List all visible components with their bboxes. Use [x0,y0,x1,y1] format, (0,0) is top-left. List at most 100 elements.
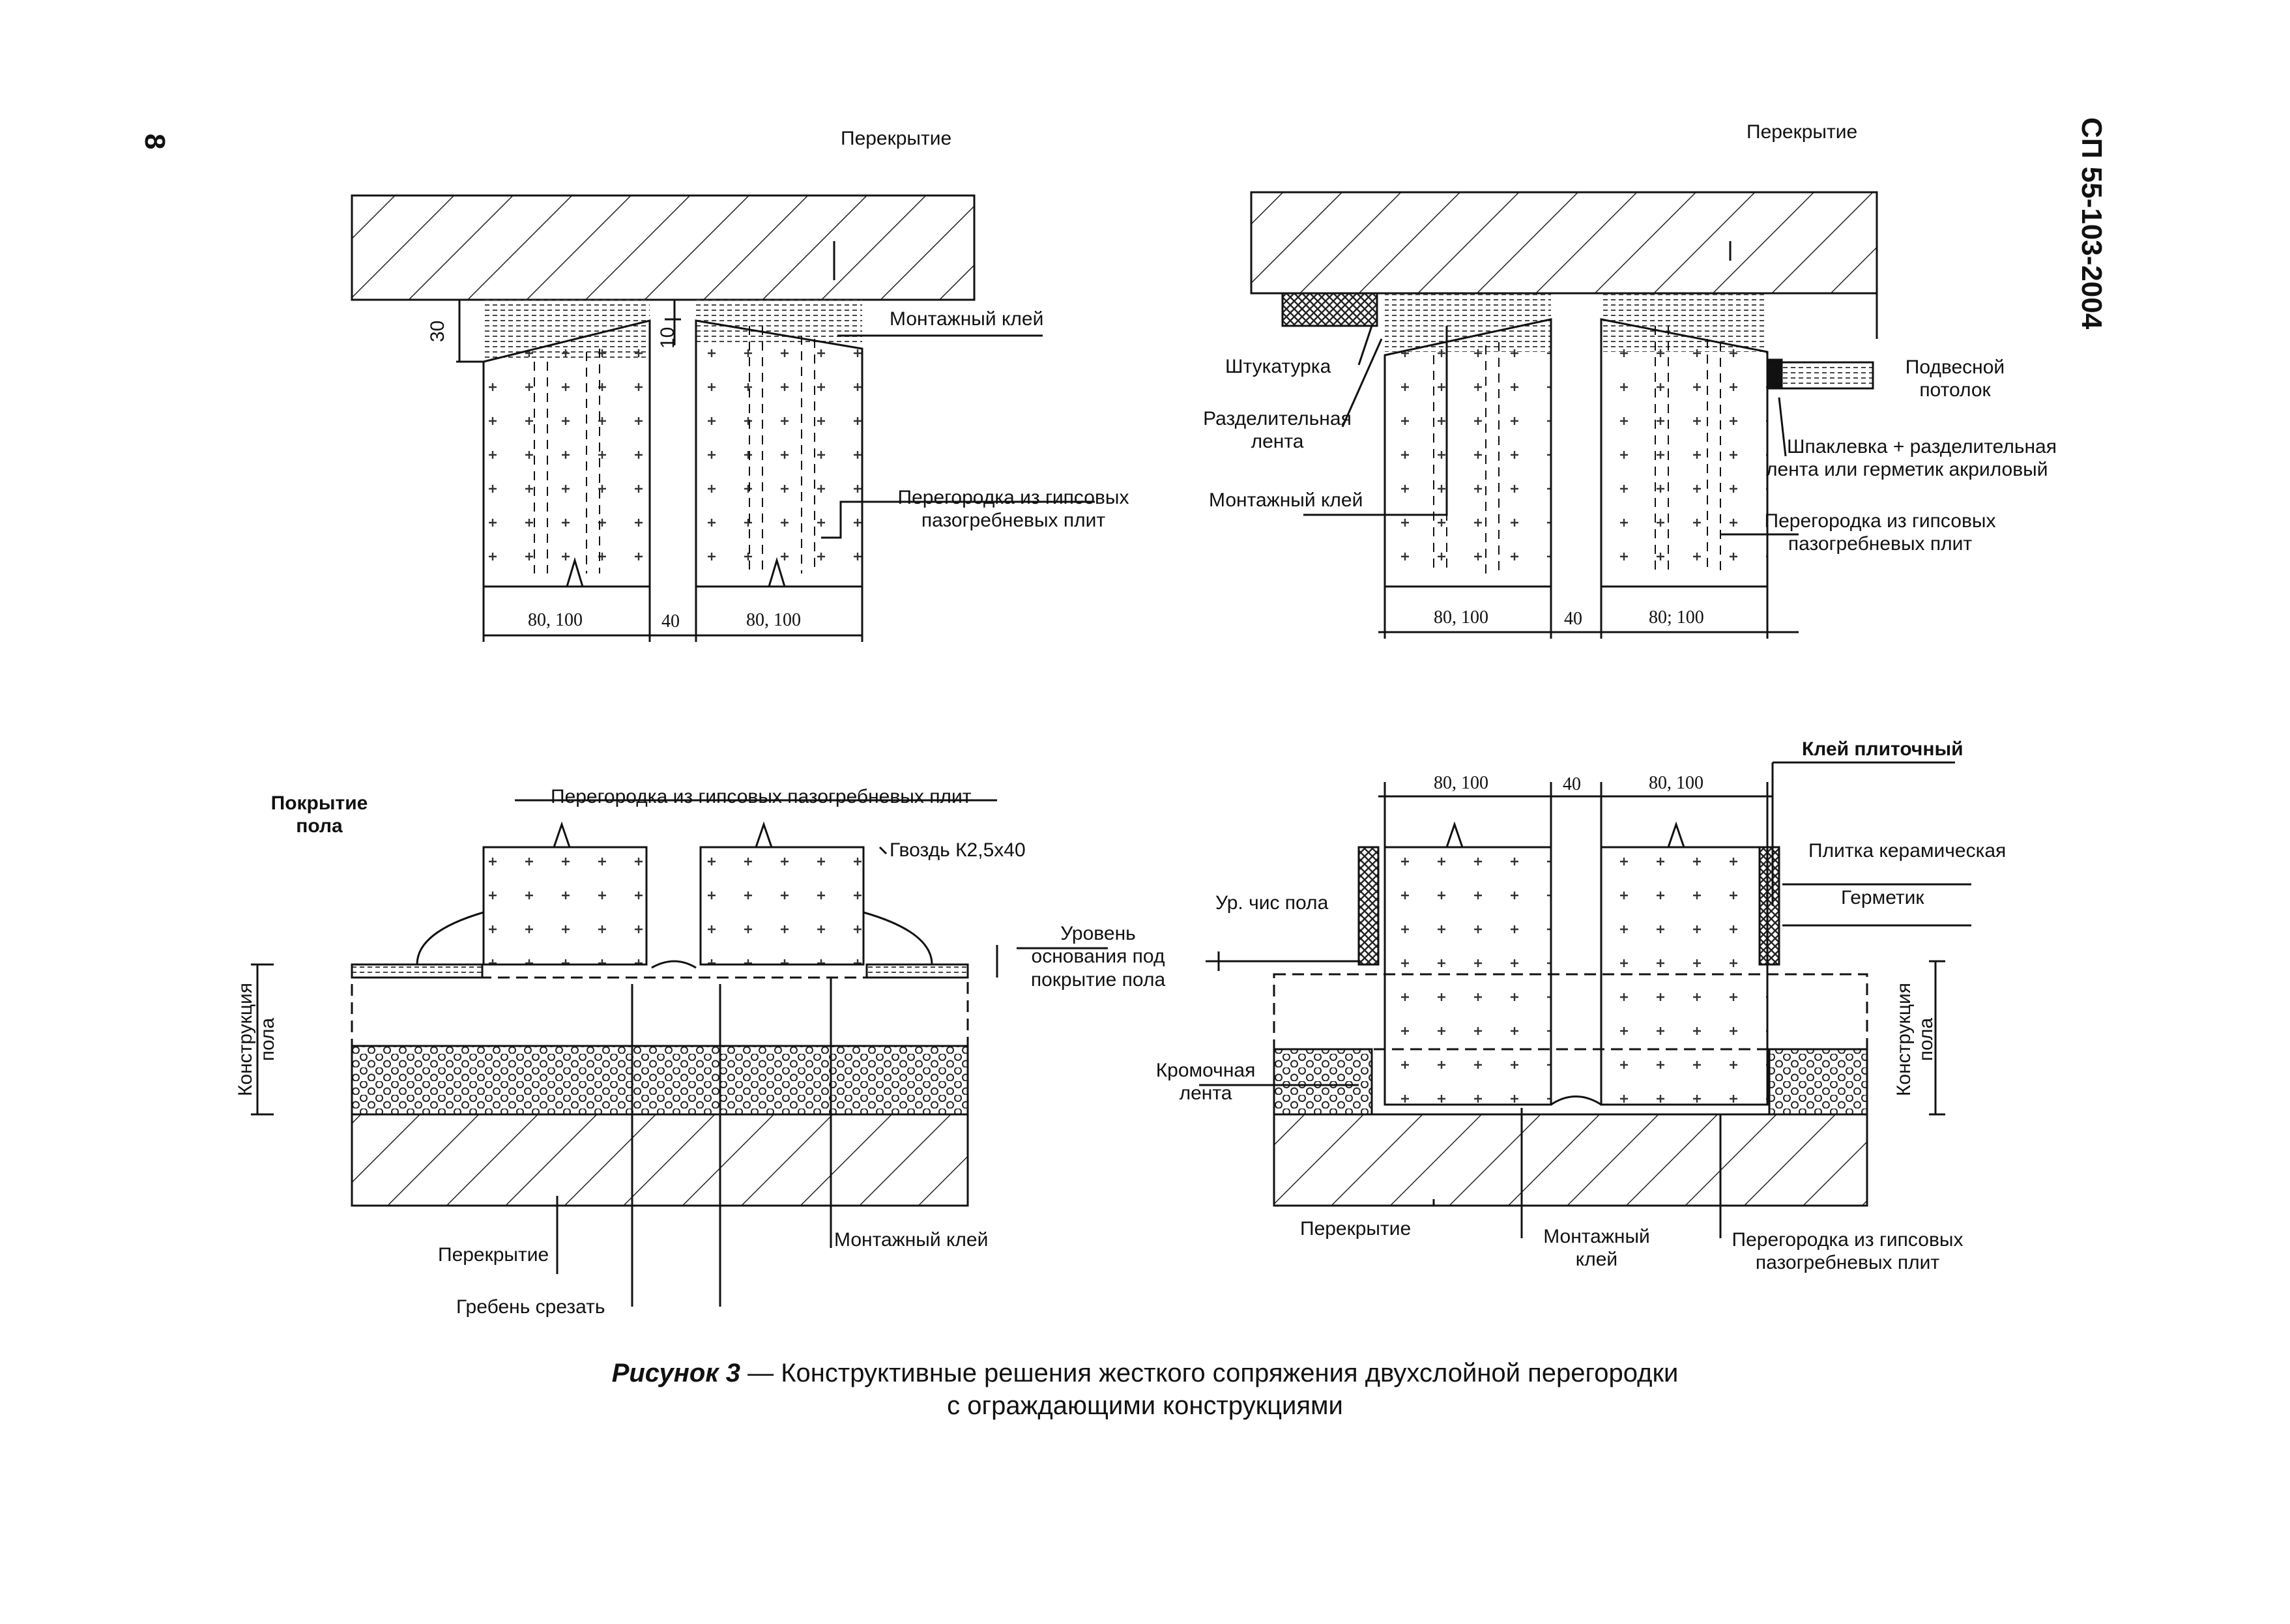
label-overlap: Перекрытие [1746,121,1858,143]
label-base-level-line3: покрытие пола [1030,968,1166,991]
label-adhesive: Монтажный клей [1528,1225,1665,1271]
label-adhesive: Монтажный клей [834,1229,989,1251]
screed [1273,973,1868,1051]
label-putty: Шпаклевка + разделительная лента или гер… [1766,435,2057,482]
page-number: 8 [139,134,171,150]
label-edge-tape: Кромочная лента [1140,1059,1271,1105]
plate-right [1600,846,1769,1106]
caption-label: Рисунок 3 [611,1359,740,1387]
slab [1250,191,1878,295]
suspended-ceiling [1780,361,1874,390]
label-partition-line2: пазогребневых плит [1788,533,1973,555]
label-separating-tape: Разделительная лента [1193,407,1362,454]
dim-gap: 40 [1564,609,1582,629]
label-edge-tape-line2: лента [1179,1082,1232,1105]
label-partition: Перегородка из гипсовых пазогребневых пл… [551,786,972,807]
slab [1273,1113,1868,1207]
dim-small-gap: 10 [657,326,678,349]
label-ceramic-tile: Плитка керамическая [1808,840,2007,862]
slab [351,1113,969,1207]
label-separating-tape-line2: лента [1251,431,1304,453]
insulation-right [1768,1048,1868,1116]
caption-dash: — [740,1359,781,1387]
label-putty-line1: Шпаклевка + разделительная [1787,436,2057,457]
plate-left [1384,318,1552,588]
label-putty-line2: лента или герметик акриловый [1766,459,2048,481]
plate-left [1384,846,1552,1106]
label-clean-floor-level: Ур. чис пола [1215,892,1329,914]
plate-right [699,846,865,966]
plate-left [482,846,648,966]
label-floor-construction: Конструкция пола [1893,964,1937,1114]
label-overlap: Перекрытие [1300,1218,1412,1240]
label-suspended-ceiling: Подвесной потолок [1890,356,2020,402]
label-floor-covering: Покрытие пола [264,792,375,838]
label-partition-line1: Перегородка из гипсовых [1732,1229,1964,1251]
slab [351,194,976,301]
plaster [1281,292,1378,327]
label-overlap: Перекрытие [438,1244,549,1266]
plate-right [1600,318,1769,588]
label-adhesive-line1: Монтажный [1543,1226,1650,1247]
plate-right [695,319,863,588]
label-partition: Перегородка из гипсовых пазогребневых пл… [1756,510,2004,556]
label-tile-adhesive: Клей плиточный [1802,738,1964,760]
label-suspended-ceiling-line2: потолок [1919,379,1991,401]
label-adhesive-line2: клей [1575,1249,1618,1271]
label-partition: Перегородка из гипсовых пазогребневых пл… [1720,1228,1975,1275]
detail-top-right [1250,191,1878,639]
caption-line1: Рисунок 3 — Конструктивные решения жестк… [0,1357,2290,1389]
label-partition-line1: Перегородка из гипсовых [1764,510,1996,532]
screed [351,976,969,1047]
label-partition: Перегородка из гипсовых пазогребневых пл… [870,486,1157,532]
dim-width-b: 80; 100 [1649,607,1704,628]
caption-text1: Конструктивные решения жесткого сопряжен… [781,1359,1679,1387]
label-floor-construction-line2: пола [257,1017,278,1062]
label-suspended-ceiling-line1: Подвесной [1905,356,2005,378]
detail-bottom-left [251,799,1108,1307]
dim-gap: 40 [1563,774,1581,794]
label-floor-covering-line2: пола [296,815,343,837]
label-floor-covering-line1: Покрытие [270,792,368,814]
label-floor-construction-line1: Конструкция [1893,982,1915,1097]
caption-line2: с ограждающими конструкциями [947,1391,1343,1420]
label-plaster: Штукатурка [1225,356,1331,377]
dim-width-b: 80, 100 [1649,773,1703,793]
label-partition-line2: пазогребневых плит [921,510,1106,532]
floor-covering-left [351,963,484,979]
label-adhesive: Монтажный клей [1209,489,1363,511]
figure-caption: Рисунок 3 — Конструктивные решения жестк… [0,1357,2290,1422]
sealant-block [1766,358,1783,390]
dim-width-a: 80, 100 [528,610,583,630]
label-overlap: Перекрытие [841,128,952,149]
label-floor-construction-line2: пола [1915,1017,1937,1062]
plate-left [482,319,651,588]
label-edge-tape-line1: Кромочная [1155,1060,1256,1081]
label-base-level-line2: основания под [1031,946,1165,968]
document-code: СП 55-103-2004 [2076,117,2108,330]
label-nail: Гвоздь К2,5х40 [890,839,1026,861]
dim-width-a: 80, 100 [1434,607,1488,628]
dim-width-a: 80, 100 [1434,773,1488,793]
label-partition-line1: Перегородка из гипсовых [897,487,1129,508]
floor-covering-right [865,963,969,979]
dim-width-b: 80, 100 [746,610,801,630]
detail-bottom-right [1199,761,1971,1238]
insulation-left [1273,1048,1373,1116]
label-sealant: Герметик [1841,887,1924,908]
label-cut-ridge: Гребень срезать [456,1296,605,1318]
dim-gap: 40 [661,611,680,631]
label-base-level-line1: Уровень [1060,923,1136,944]
label-adhesive: Монтажный клей [890,308,1044,330]
label-base-level: Уровень основания под покрытие пола [1013,922,1183,991]
label-floor-construction-line1: Конструкция [235,982,256,1097]
tile-left [1357,846,1380,966]
insulation [351,1045,969,1116]
label-separating-tape-line1: Разделительная [1203,408,1352,429]
label-floor-construction: Конструкция пола [235,964,279,1114]
detail-top-left [351,194,1095,642]
dim-gap-height: 30 [427,320,448,342]
label-partition-line2: пазогребневых плит [1755,1252,1940,1274]
